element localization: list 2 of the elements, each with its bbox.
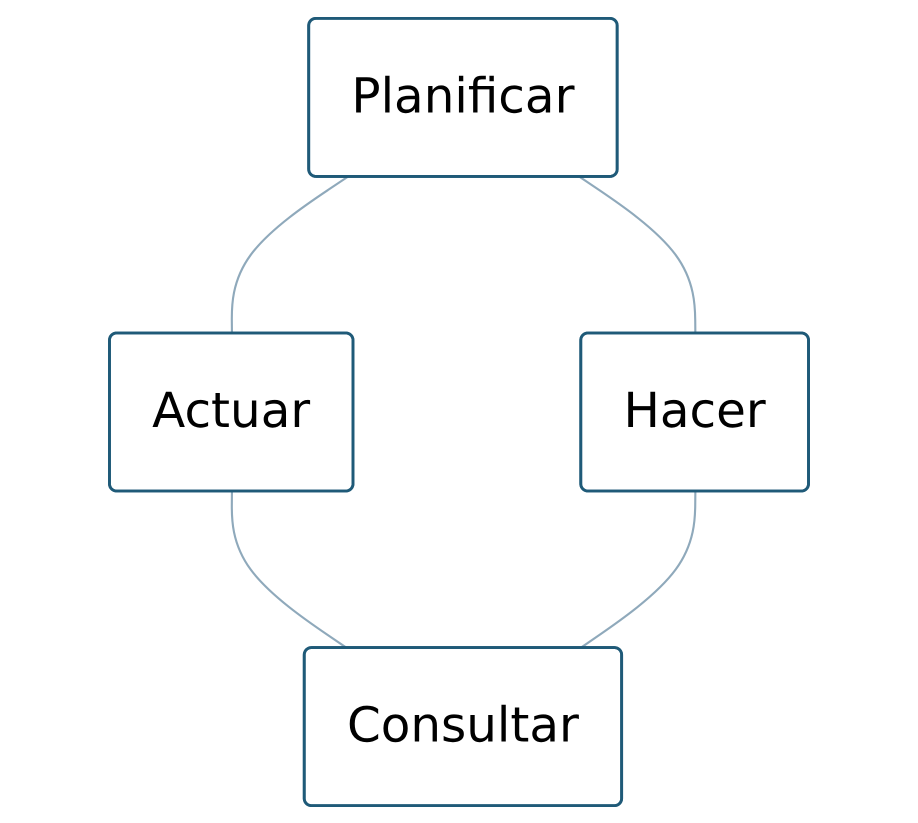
connector [579, 176, 696, 334]
connector [230, 176, 348, 334]
